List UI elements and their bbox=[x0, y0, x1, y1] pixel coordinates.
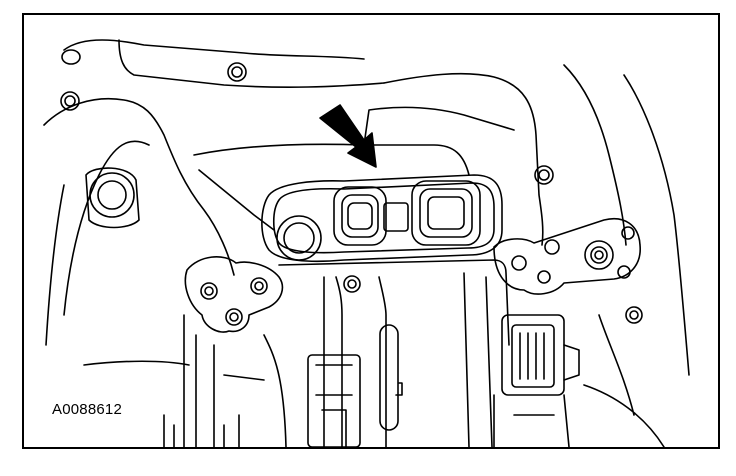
right-bracket-stud bbox=[584, 240, 614, 270]
left-bracket bbox=[184, 256, 284, 333]
valve-clip bbox=[395, 382, 403, 396]
connector-lower bbox=[493, 394, 570, 447]
inner-shelf bbox=[193, 143, 470, 176]
valve-slot-2-detail bbox=[315, 364, 353, 447]
bracket-hole-1 bbox=[200, 282, 218, 300]
bracket-hole-3-inner bbox=[229, 312, 239, 322]
left-valve-lines bbox=[183, 314, 287, 447]
right-edge bbox=[623, 74, 690, 376]
figure-frame: A0088612 bbox=[22, 13, 720, 449]
transmission-line-drawing bbox=[43, 39, 690, 447]
figure-id-label: A0088612 bbox=[50, 401, 125, 418]
mount-hole-top-left bbox=[61, 49, 81, 65]
solenoid-chamber-b bbox=[411, 180, 481, 246]
connector-latch bbox=[563, 344, 580, 381]
bracket-hole-2 bbox=[250, 277, 268, 295]
housing-left-inner bbox=[63, 140, 150, 316]
upper-right-casting bbox=[383, 72, 544, 246]
inner-shelf-3 bbox=[363, 106, 515, 146]
solenoid-port-left bbox=[276, 215, 322, 261]
solenoid-port-left-inner bbox=[283, 222, 315, 254]
valve-body-left-2 bbox=[335, 276, 343, 447]
bracket-hole-3 bbox=[225, 308, 243, 326]
callout-arrow bbox=[319, 104, 377, 168]
left-valve-lines-2 bbox=[83, 360, 265, 381]
housing-left-wall bbox=[43, 97, 235, 276]
bracket-hole-1-inner bbox=[204, 286, 214, 296]
right-bracket-hole-3 bbox=[537, 270, 551, 284]
solenoid-slot bbox=[383, 202, 409, 232]
lower-right-casting bbox=[583, 314, 665, 447]
left-port-boss bbox=[85, 167, 140, 229]
right-bracket-hole-4 bbox=[621, 226, 635, 240]
valve-body-top bbox=[278, 259, 510, 346]
right-bracket-hole-1 bbox=[511, 255, 527, 271]
solenoid-body-inner bbox=[272, 182, 495, 254]
right-bracket-stud-core bbox=[594, 250, 604, 260]
right-bracket-hole-5 bbox=[617, 265, 631, 279]
connector-inner bbox=[511, 324, 555, 388]
connector-outer bbox=[501, 314, 565, 396]
connector-pins bbox=[519, 332, 545, 380]
solenoid-chamber-a-core bbox=[347, 202, 373, 230]
bolt-center bbox=[343, 275, 361, 293]
bolt-right-top bbox=[534, 165, 554, 185]
bolt-top bbox=[227, 62, 247, 82]
lower-edge-ticks bbox=[163, 414, 240, 447]
left-port-inner bbox=[97, 180, 127, 210]
valve-body-right bbox=[463, 272, 470, 447]
bolt-left bbox=[60, 91, 80, 111]
valve-slot-1 bbox=[379, 324, 399, 431]
valve-body-mid bbox=[378, 276, 387, 447]
housing-top-edge bbox=[118, 39, 385, 88]
bolt-center-inner bbox=[347, 279, 357, 289]
solenoid-chamber-b-core bbox=[427, 196, 465, 230]
housing-outline bbox=[63, 39, 365, 60]
bolt-right-top-inner bbox=[538, 169, 550, 181]
bolt-top-inner bbox=[231, 66, 243, 78]
solenoid-chamber-a-inner bbox=[341, 194, 379, 238]
right-bracket-hole-2 bbox=[544, 239, 560, 255]
valve-slot-2 bbox=[307, 354, 361, 447]
solenoid-chamber-b-inner bbox=[419, 188, 473, 238]
right-bracket-hole-6 bbox=[625, 306, 643, 324]
bracket-hole-2-inner bbox=[254, 281, 264, 291]
right-bracket-stud-inner bbox=[590, 246, 608, 264]
left-port-outer bbox=[89, 172, 135, 218]
housing-left-outer bbox=[45, 184, 65, 346]
inner-shelf-2 bbox=[198, 169, 275, 231]
right-bracket bbox=[493, 218, 641, 295]
valve-body-right-2 bbox=[485, 276, 493, 447]
bolt-left-inner bbox=[64, 95, 76, 107]
solenoid-chamber-a bbox=[333, 186, 387, 246]
right-bracket-hole-6-inner bbox=[629, 310, 639, 320]
